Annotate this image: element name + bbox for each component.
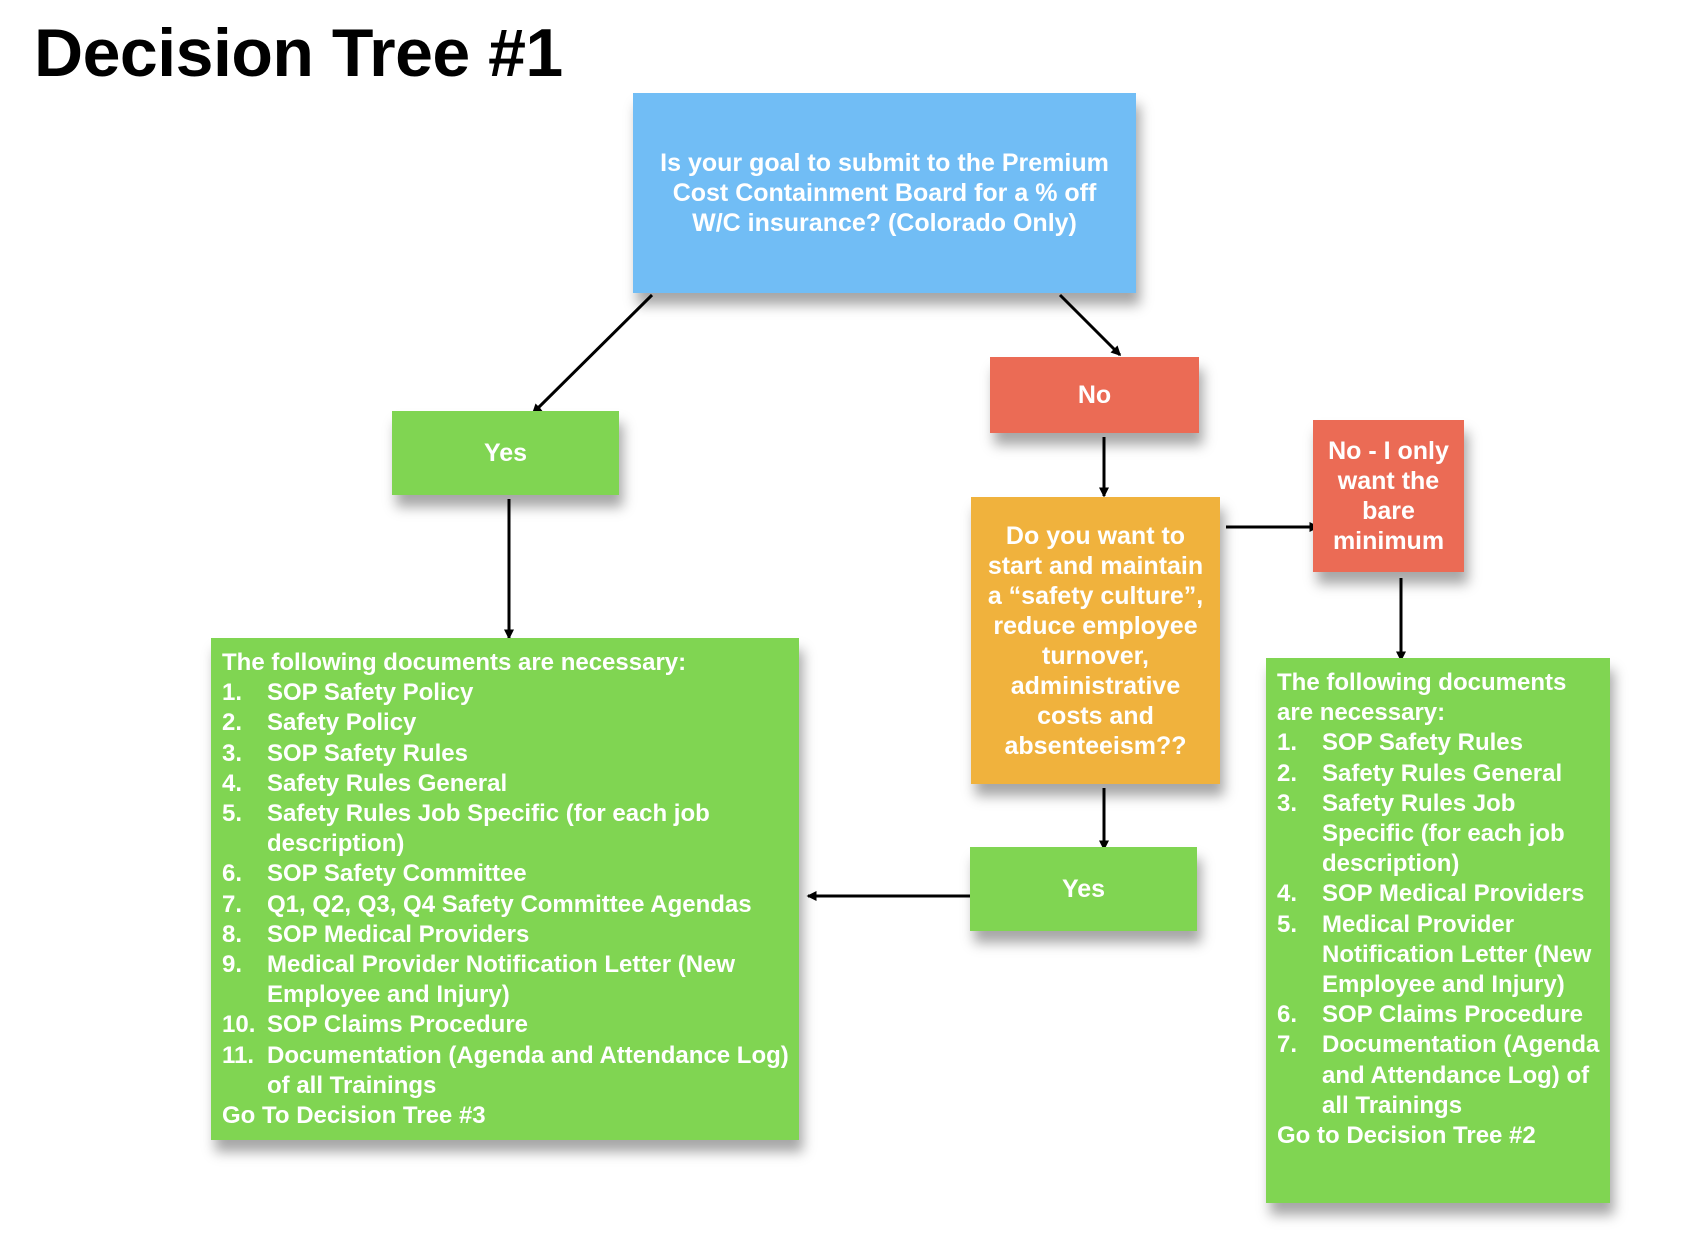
- bare-minimum-node: No - I only want the bare minimum: [1313, 420, 1464, 572]
- full-list-next-step: Go To Decision Tree #3: [222, 1102, 486, 1130]
- arrow-goal-to-yes: [531, 293, 654, 415]
- page-title: Decision Tree #1: [34, 15, 563, 91]
- list-item: 1.SOP Safety Policy: [222, 679, 474, 707]
- yes-node-middle: Yes: [970, 847, 1197, 931]
- list-item: 7.Documentation (Agenda and Attendance L…: [1277, 1031, 1600, 1119]
- list-item: 8.SOP Medical Providers: [222, 920, 530, 948]
- list-item: 7.Q1, Q2, Q3, Q4 Safety Committee Agenda…: [222, 890, 752, 918]
- full-list-intro: The following documents are necessary:: [222, 649, 687, 676]
- list-item: 1.SOP Safety Rules: [1277, 729, 1523, 757]
- goal-question-node: Is your goal to submit to the Premium Co…: [633, 93, 1136, 293]
- list-item: 2.Safety Rules General: [1277, 759, 1563, 787]
- list-item: 2.Safety Policy: [222, 709, 417, 737]
- minimum-documents-list: The following documents are necessary: 1…: [1266, 658, 1610, 1203]
- list-item: 6.SOP Safety Committee: [222, 860, 527, 888]
- list-item: 10.SOP Claims Procedure: [222, 1011, 528, 1039]
- arrow-goal-to-no: [1058, 293, 1122, 357]
- list-item: 3.Safety Rules Job Specific (for each jo…: [1277, 789, 1565, 878]
- list-item: 6.SOP Claims Procedure: [1277, 1001, 1583, 1029]
- list-item: 9.Medical Provider Notification Letter (…: [222, 951, 736, 1009]
- list-item: 5.Medical Provider Notification Letter (…: [1277, 910, 1592, 999]
- list-item: 3.SOP Safety Rules: [222, 739, 468, 767]
- list-item: 4.Safety Rules General: [222, 769, 508, 797]
- list-item: 4.SOP Medical Providers: [1277, 880, 1585, 908]
- no-node: No: [990, 357, 1199, 433]
- minimum-list-next-step: Go to Decision Tree #2: [1277, 1122, 1536, 1150]
- list-item: 5.Safety Rules Job Specific (for each jo…: [222, 800, 710, 858]
- culture-question-node: Do you want to start and maintain a “saf…: [971, 497, 1220, 784]
- yes-node-left: Yes: [392, 411, 619, 495]
- minimum-list-intro: The following documents are necessary:: [1277, 669, 1567, 727]
- full-documents-list: The following documents are necessary: 1…: [211, 638, 799, 1140]
- list-item: 11.Documentation (Agenda and Attendance …: [222, 1041, 789, 1099]
